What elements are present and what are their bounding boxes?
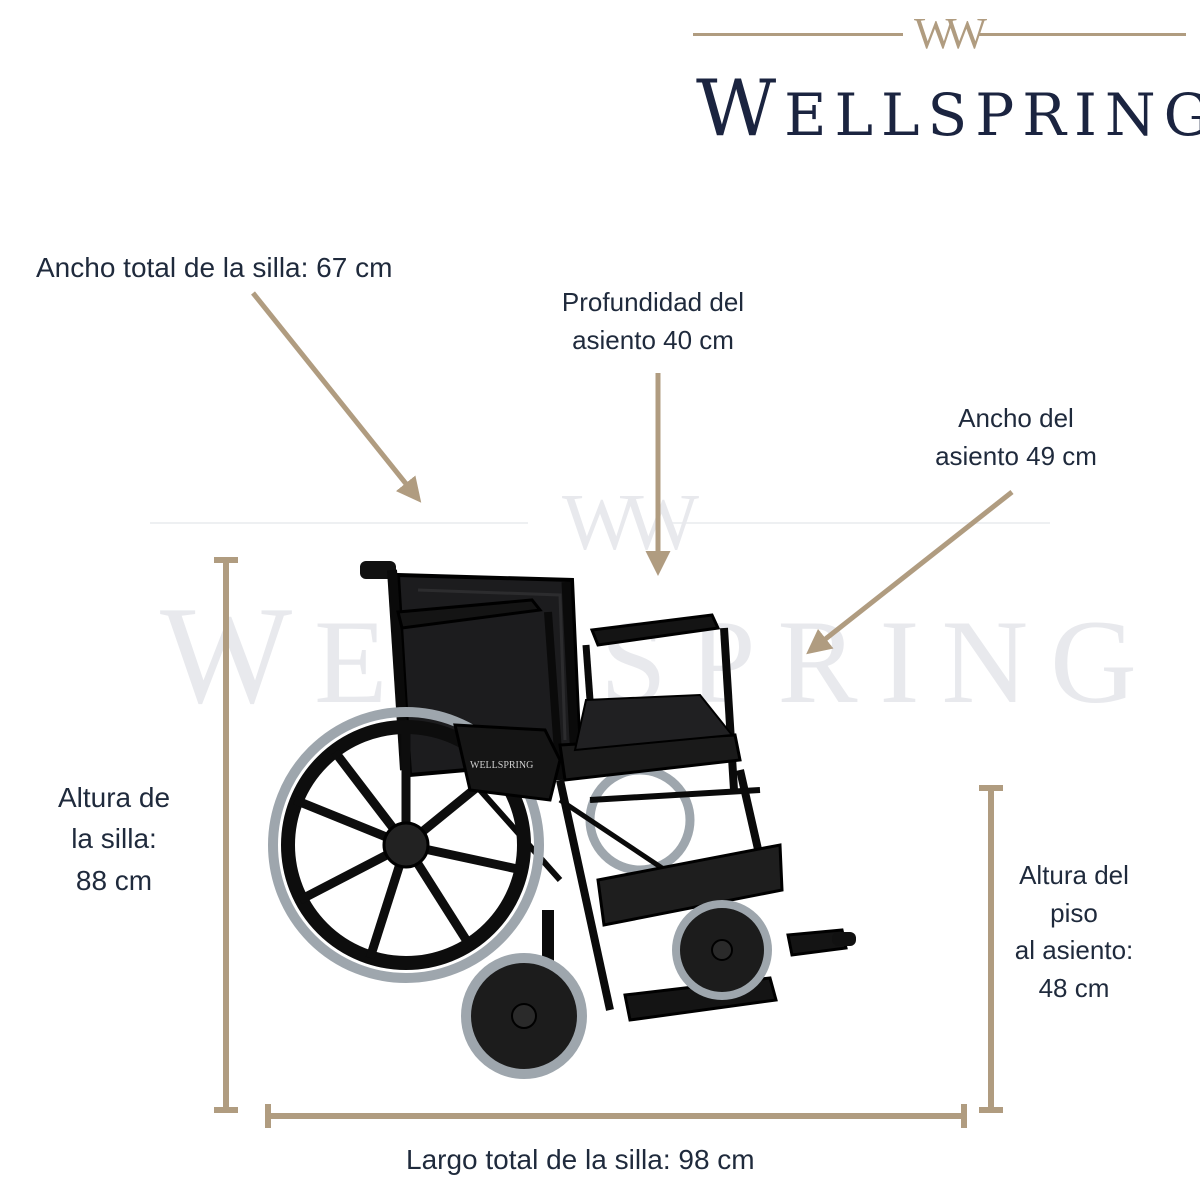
label-largo-total: Largo total de la silla: 98 cm	[406, 1144, 755, 1175]
logo-rule-right	[978, 33, 1186, 36]
label-ancho-asiento-line1: Ancho del	[958, 403, 1074, 433]
label-altura-piso-line3: al asiento:	[1014, 935, 1134, 966]
label-altura-piso: Altura del piso al asiento: 48 cm	[1004, 857, 1144, 1008]
arrow-ancho-total	[251, 291, 422, 503]
label-ancho-total: Ancho total de la silla: 67 cm	[36, 252, 393, 283]
label-altura-silla-line2: la silla:	[71, 823, 157, 855]
watermark-rule-left	[150, 522, 528, 524]
label-altura-silla-line3: 88 cm	[75, 864, 153, 896]
label-altura-piso-line4: 48 cm	[1038, 973, 1110, 1004]
wheelchair-image: WELLSPRING	[268, 561, 856, 1079]
label-altura-silla-line1: Altura de	[57, 782, 171, 813]
label-altura-piso-line2: piso	[1050, 897, 1098, 928]
height-dimension-bar	[214, 557, 238, 1113]
label-profundidad-line1: Profundidad del	[561, 287, 745, 317]
label-profundidad: Profundidad del asiento 40 cm	[540, 284, 766, 359]
logo-rule-left	[693, 33, 903, 36]
arrow-ancho-asiento	[806, 490, 1014, 655]
product-badge: WELLSPRING	[470, 760, 533, 771]
label-ancho-asiento-line2: asiento 49 cm	[935, 440, 1097, 471]
watermark-rule-right	[672, 522, 1050, 524]
label-altura-silla: Altura de la silla: 88 cm	[40, 777, 188, 901]
brand-logo: WELLSPRING	[696, 64, 1200, 154]
seat-height-dimension-bar	[979, 785, 1003, 1113]
length-dimension-bar	[265, 1104, 967, 1128]
label-ancho-asiento: Ancho del asiento 49 cm	[918, 400, 1114, 475]
label-altura-piso-line1: Altura del	[1019, 860, 1129, 890]
label-profundidad-line2: asiento 40 cm	[572, 324, 734, 355]
